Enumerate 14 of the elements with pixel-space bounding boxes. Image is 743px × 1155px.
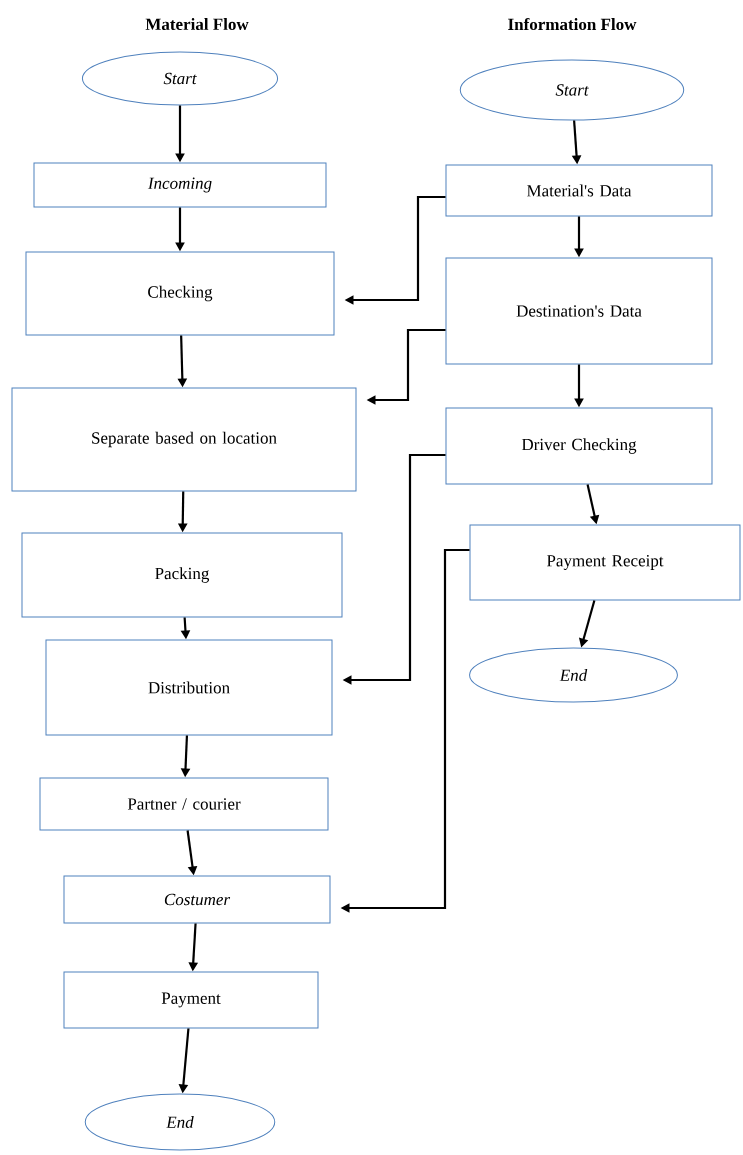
process-box: Costumer [63, 875, 331, 924]
process-box: Incoming [33, 162, 327, 208]
process-box: Checking [25, 251, 335, 336]
process-box: Material's Data [445, 164, 713, 217]
process-box: Separate based on location [11, 387, 357, 492]
process-box: Partner / courier [39, 777, 329, 831]
column-heading: Material Flow [145, 18, 249, 30]
process-box: Packing [21, 532, 343, 618]
process-box: Payment Receipt [469, 524, 741, 601]
process-box: Destination's Data [445, 257, 713, 365]
column-heading: Information Flow [508, 17, 637, 31]
process-box: Distribution [45, 639, 333, 736]
process-box: Payment [63, 971, 319, 1029]
process-box: Driver Checking [445, 407, 713, 485]
